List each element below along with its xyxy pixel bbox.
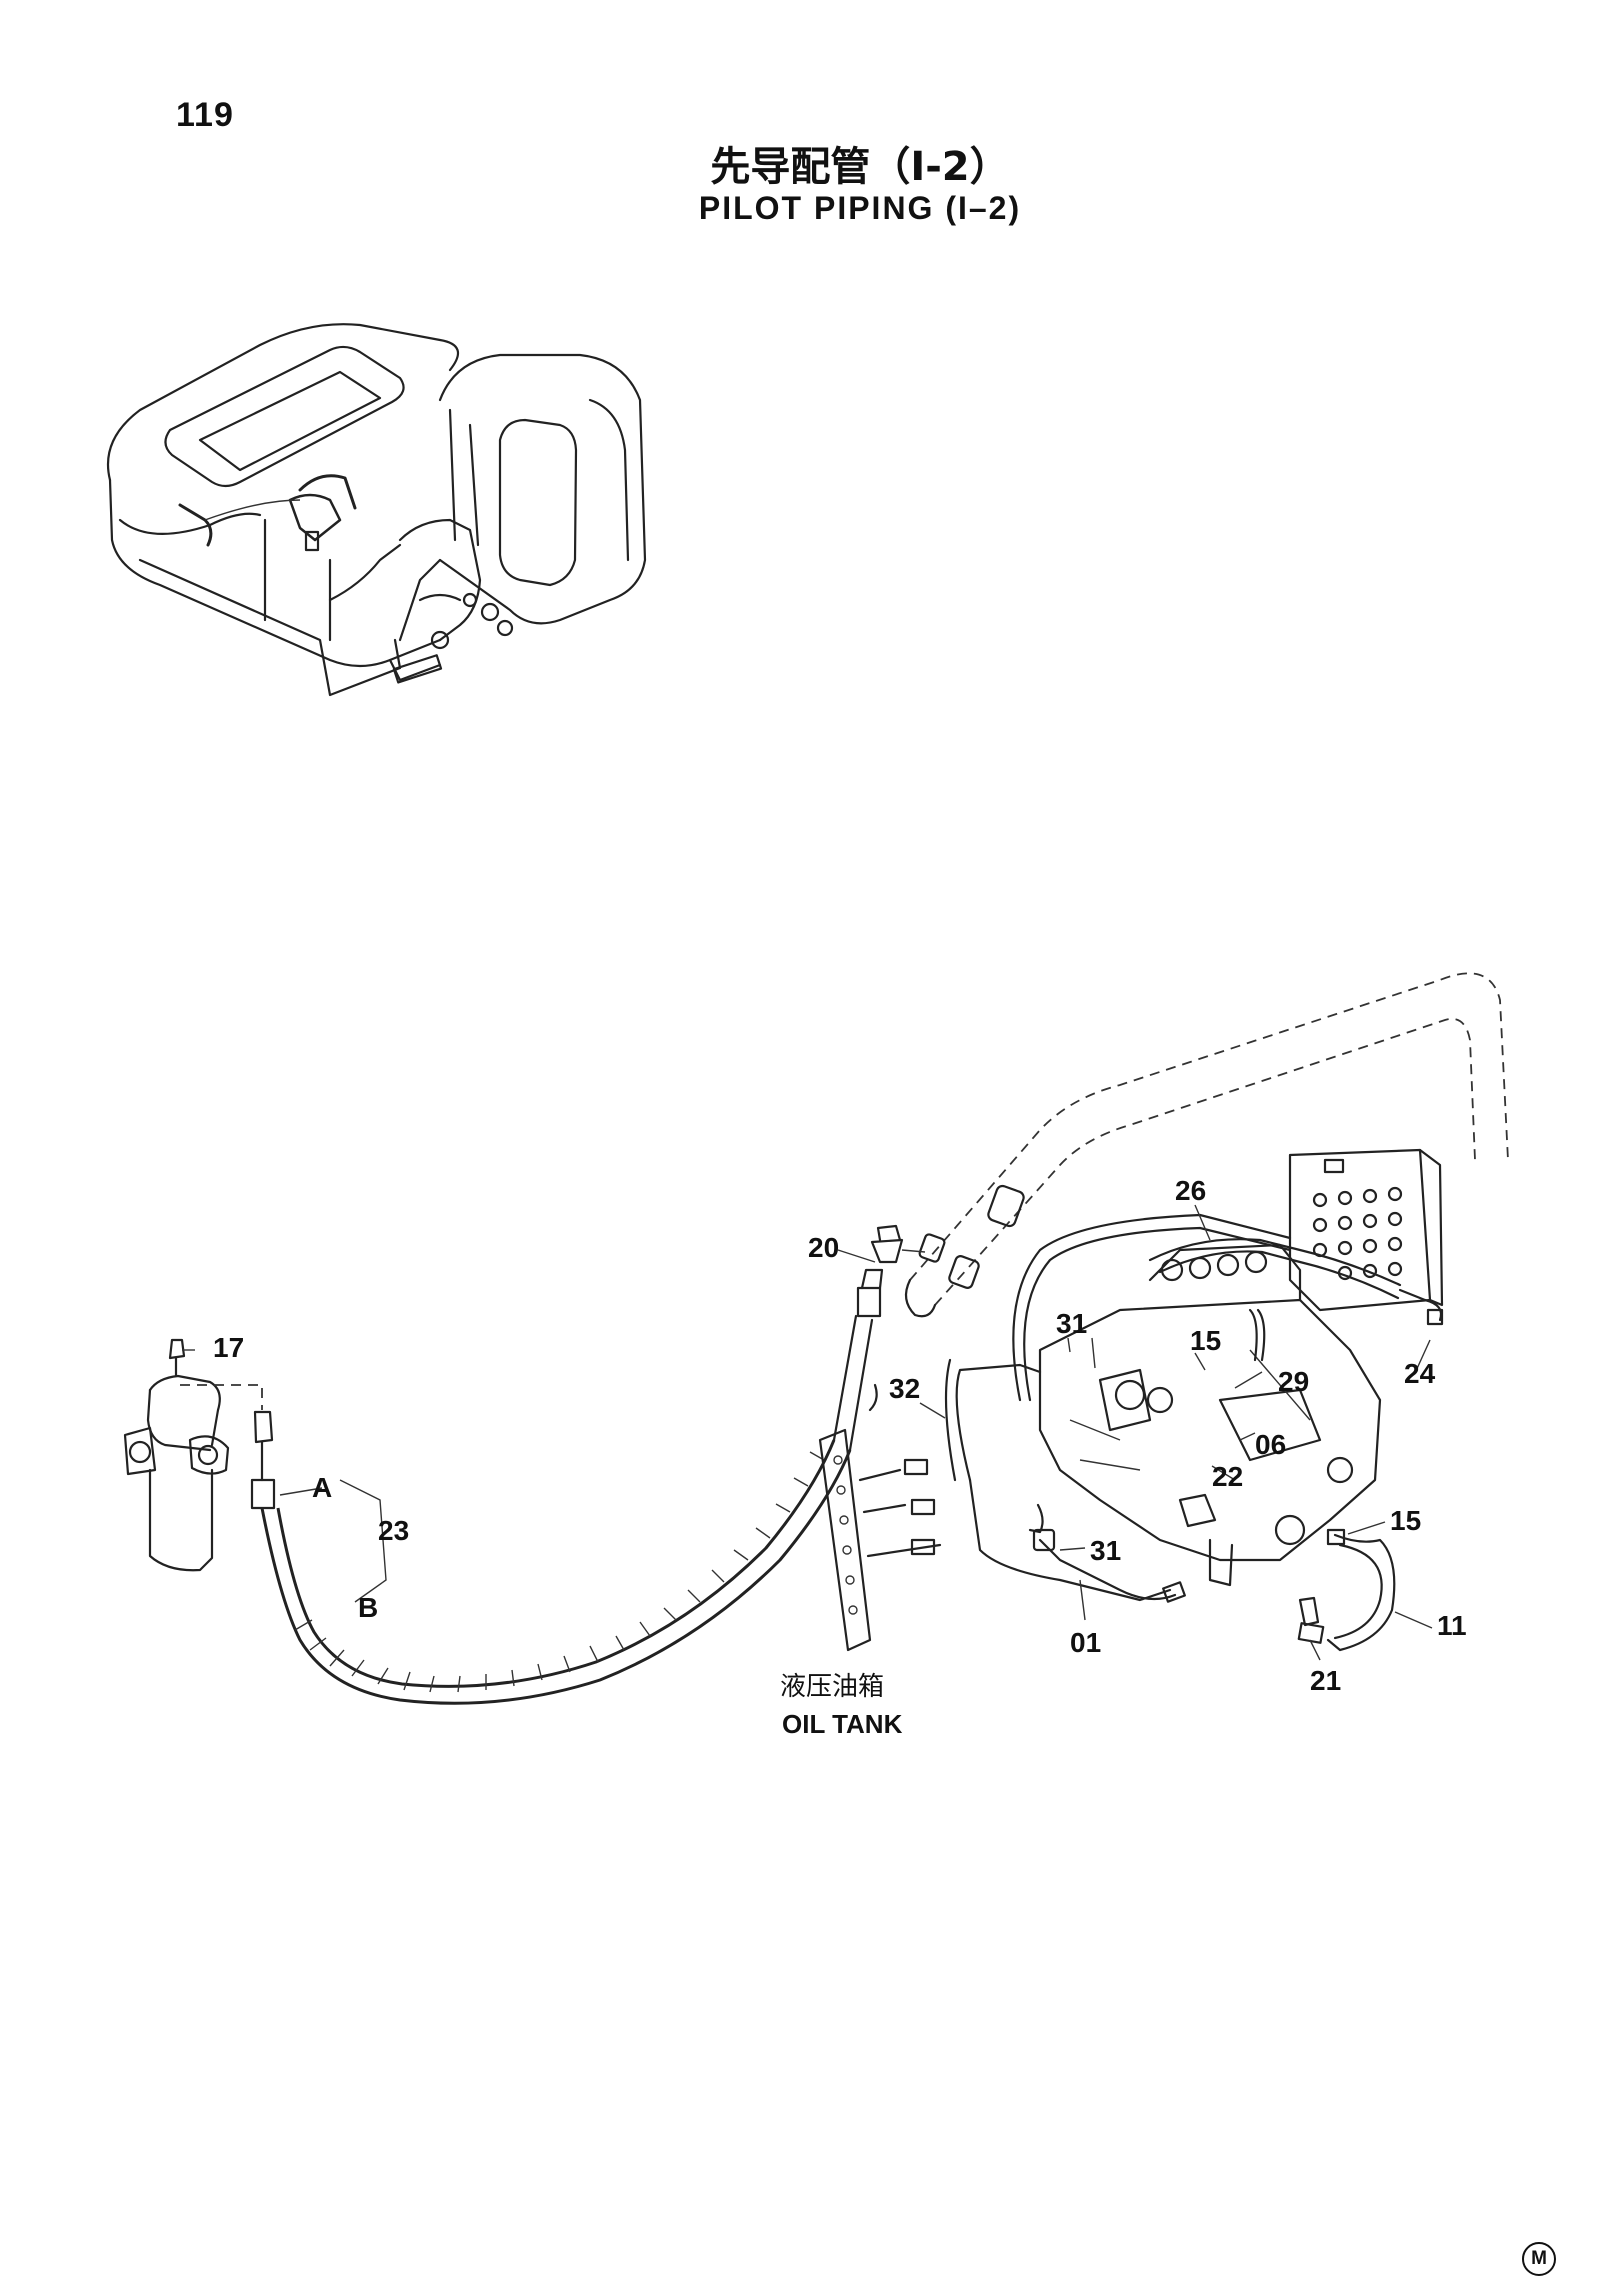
label-part-21: 21 bbox=[1310, 1665, 1341, 1696]
elbow-fitting-20 bbox=[870, 1224, 926, 1264]
label-part-32: 32 bbox=[889, 1373, 920, 1404]
label-part-11: 11 bbox=[1437, 1610, 1467, 1641]
label-part-06: 06 bbox=[1255, 1429, 1286, 1460]
upper-frame-pipe bbox=[904, 972, 1509, 1318]
label-part-15-lower: 15 bbox=[1390, 1505, 1421, 1536]
label-part-29: 29 bbox=[1278, 1366, 1309, 1397]
label-part-01: 01 bbox=[1070, 1627, 1101, 1658]
oil-tank-plate bbox=[818, 1383, 942, 1652]
control-valve-assembly bbox=[1038, 1243, 1382, 1587]
label-part-15-upper: 15 bbox=[1190, 1325, 1221, 1356]
label-part-24: 24 bbox=[1404, 1358, 1436, 1389]
excavator-overview-illustration bbox=[106, 323, 647, 697]
label-part-22: 22 bbox=[1212, 1461, 1243, 1492]
oil-tank-label-english: OIL TANK bbox=[782, 1709, 903, 1739]
label-point-a: A bbox=[312, 1472, 332, 1503]
page-title-chinese: 先导配管（I-2） bbox=[710, 144, 1010, 190]
corner-mark: M bbox=[1522, 2242, 1556, 2276]
page-title-english: PILOT PIPING (I–2) bbox=[698, 190, 1022, 226]
label-part-31-upper: 31 bbox=[1056, 1308, 1087, 1339]
hose-23 bbox=[250, 1268, 884, 1705]
label-part-23: 23 bbox=[378, 1515, 409, 1546]
label-part-31-lower: 31 bbox=[1090, 1535, 1121, 1566]
label-part-17: 17 bbox=[213, 1332, 244, 1363]
label-part-26: 26 bbox=[1175, 1175, 1206, 1206]
pilot-valve-block bbox=[1288, 1148, 1444, 1326]
oil-tank-label-chinese: 液压油箱 bbox=[780, 1672, 884, 1702]
pilot-pipes bbox=[944, 1213, 1402, 1652]
leader-lines bbox=[182, 1204, 1433, 1661]
page-number: 119 bbox=[176, 96, 234, 134]
pilot-filter-assembly bbox=[123, 1338, 263, 1572]
label-point-b: B bbox=[358, 1592, 378, 1623]
label-part-20: 20 bbox=[808, 1232, 839, 1263]
